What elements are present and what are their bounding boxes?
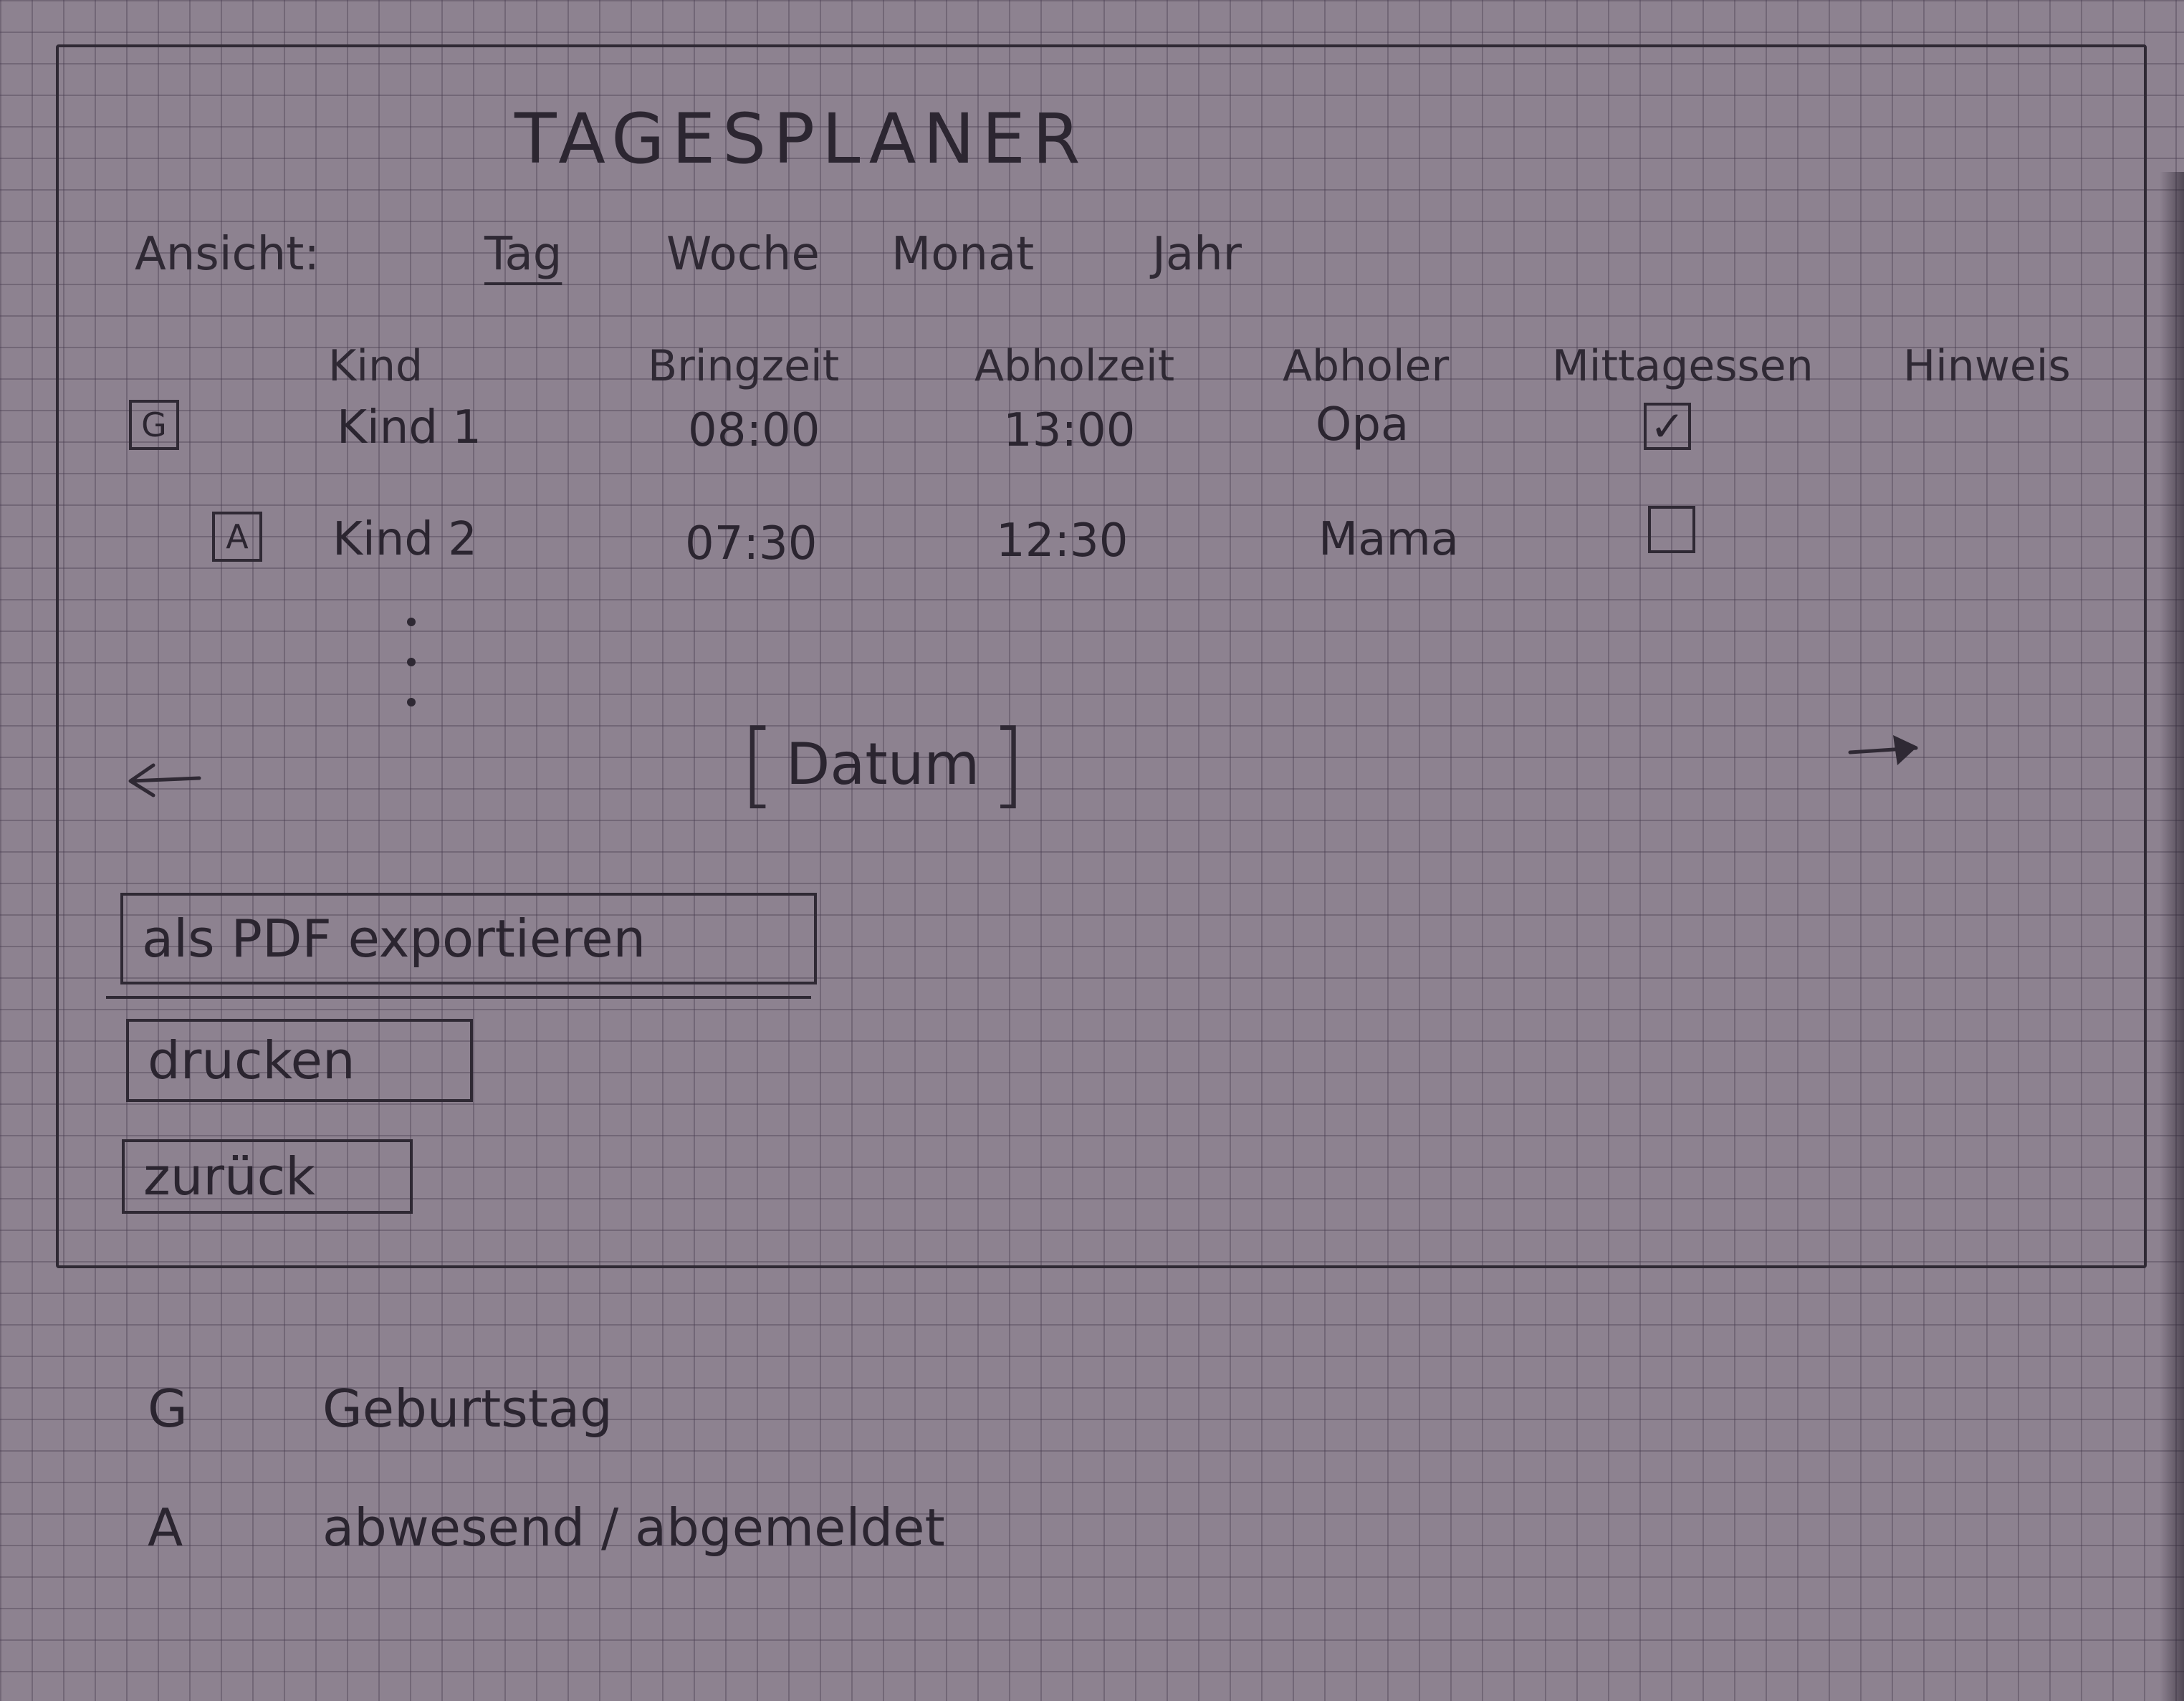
tab-month[interactable]: Monat xyxy=(891,228,1035,281)
legend-key: G xyxy=(148,1379,188,1439)
header-abholzeit: Abholzeit xyxy=(974,341,1175,391)
app-window-frame xyxy=(56,44,2147,1268)
cell-kind: Kind 2 xyxy=(332,513,477,566)
cell-abholzeit: 12:30 xyxy=(996,514,1129,567)
header-bringzeit: Bringzeit xyxy=(648,341,840,391)
view-label: Ansicht: xyxy=(135,228,320,281)
date-label: Datum xyxy=(785,730,980,797)
tab-year[interactable]: Jahr xyxy=(1152,228,1242,281)
cell-bringzeit: 08:00 xyxy=(688,404,820,457)
lunch-checkbox[interactable] xyxy=(1648,506,1695,553)
ellipsis-dot xyxy=(407,658,416,666)
cell-abholer: Mama xyxy=(1318,513,1459,566)
export-pdf-button[interactable]: als PDF exportieren xyxy=(120,893,817,984)
cell-abholer: Opa xyxy=(1316,398,1409,451)
tab-week[interactable]: Woche xyxy=(666,228,820,281)
header-hinweis: Hinweis xyxy=(1903,341,2071,391)
bracket-open: [ xyxy=(739,709,776,818)
tab-day[interactable]: Tag xyxy=(484,228,562,281)
bracket-close: ] xyxy=(990,709,1027,818)
more-rows-ellipsis xyxy=(404,618,418,711)
header-abholer: Abholer xyxy=(1283,341,1450,391)
cell-abholzeit: 13:00 xyxy=(1003,404,1136,457)
page-edge-shadow xyxy=(2160,172,2184,1701)
cell-bringzeit: 07:30 xyxy=(685,517,818,570)
header-kind: Kind xyxy=(328,341,423,391)
arrow-left-icon[interactable] xyxy=(125,760,203,802)
page-title: TAGESPLANER xyxy=(514,99,1088,179)
print-button[interactable]: drucken xyxy=(126,1019,473,1102)
legend-key: A xyxy=(148,1498,183,1558)
legend-label: abwesend / abgemeldet xyxy=(322,1498,945,1558)
ellipsis-dot xyxy=(407,618,416,626)
absent-marker: A xyxy=(212,512,262,562)
arrow-right-icon[interactable] xyxy=(1846,729,1925,772)
date-selector[interactable]: [ Datum ] xyxy=(739,717,1026,810)
cell-kind: Kind 1 xyxy=(337,401,482,454)
back-button[interactable]: zurück xyxy=(122,1139,413,1214)
header-mittagessen: Mittagessen xyxy=(1552,341,1814,391)
legend-label: Geburtstag xyxy=(322,1379,613,1439)
lunch-checkbox[interactable]: ✓ xyxy=(1644,403,1691,450)
ellipsis-dot xyxy=(407,698,416,706)
button-underline xyxy=(106,996,811,999)
birthday-marker: G xyxy=(129,400,179,450)
